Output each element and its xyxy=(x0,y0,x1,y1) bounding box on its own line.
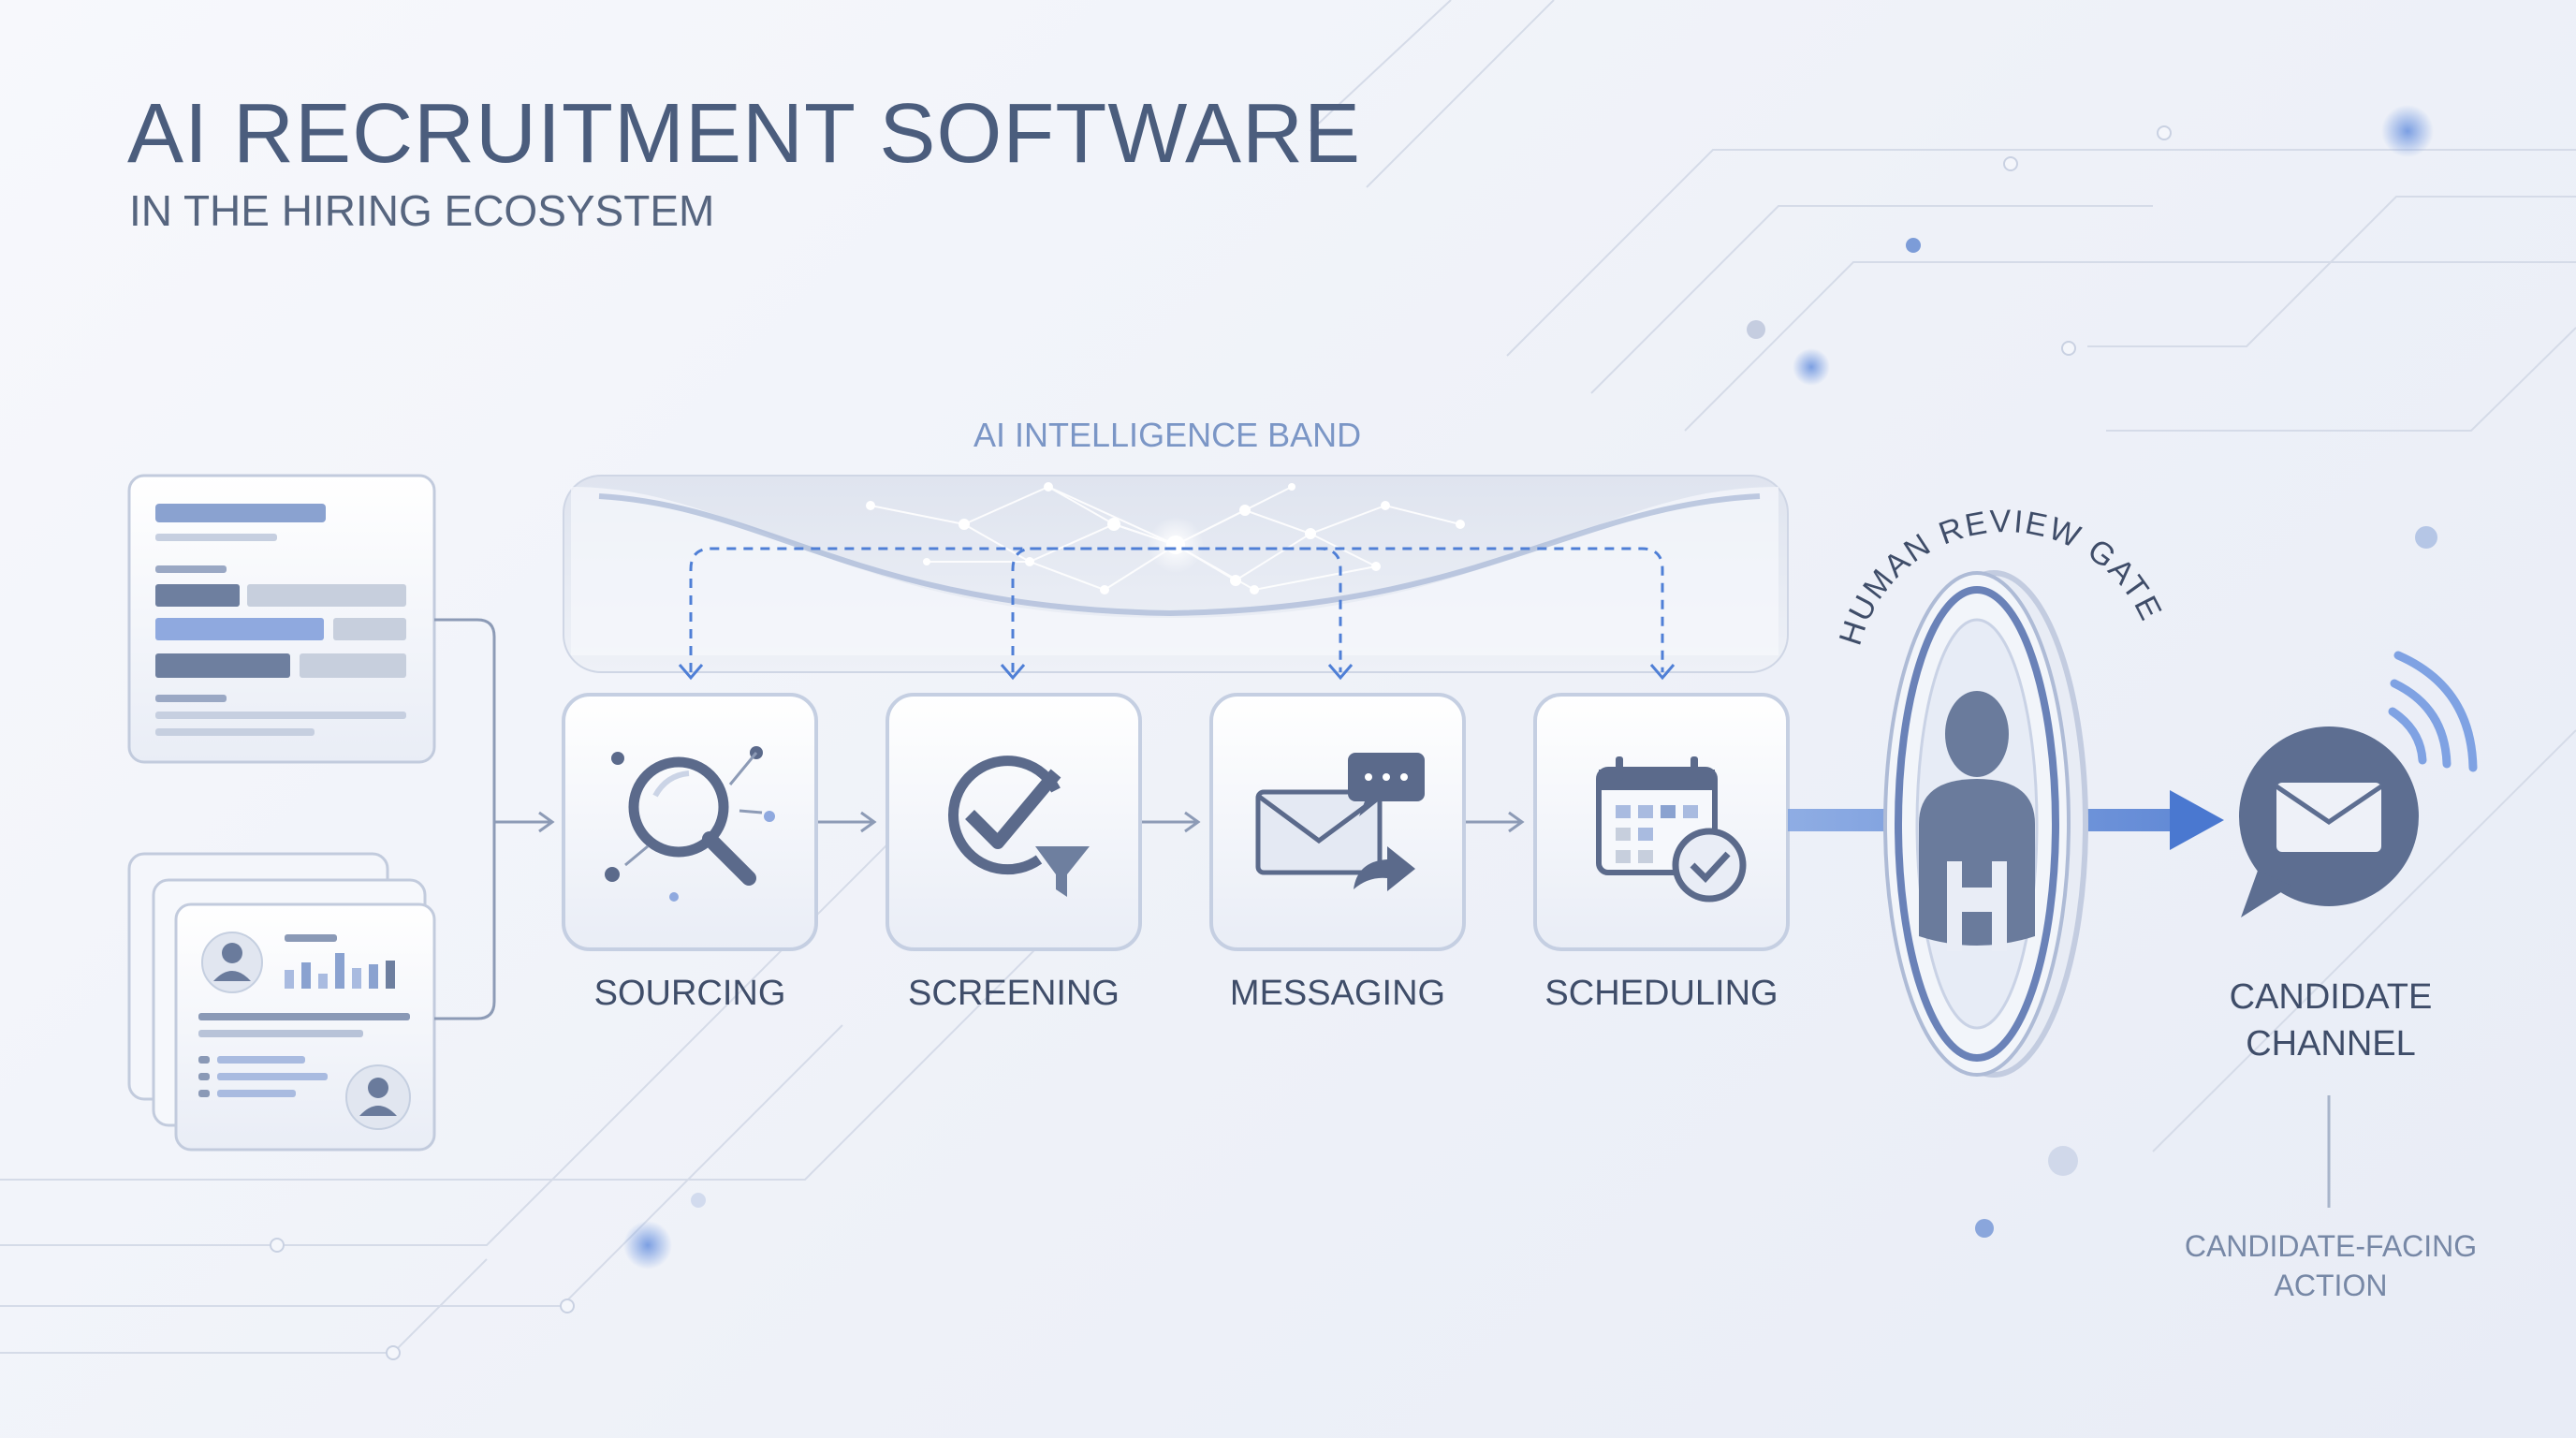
stage-label-scheduling: SCHEDULING xyxy=(1544,974,1778,1013)
envelope-chat-icon xyxy=(1255,753,1425,891)
page-subtitle: IN THE HIRING ECOSYSTEM xyxy=(129,186,715,235)
facing-label-line1: CANDIDATE-FACING xyxy=(2184,1229,2478,1263)
stage-label-messaging: MESSAGING xyxy=(1229,974,1446,1013)
candidate-channel-label: CANDIDATE CHANNEL xyxy=(2181,974,2481,1067)
candidate-label-line1: CANDIDATE xyxy=(2229,977,2433,1017)
stage-arrows xyxy=(818,811,1525,833)
job-description-document xyxy=(127,474,436,764)
candidate-profile-stack xyxy=(127,852,436,1152)
circuit-nodes xyxy=(270,125,2172,1360)
facing-label-line2: ACTION xyxy=(2274,1269,2388,1302)
magnifier-icon xyxy=(605,746,775,902)
signal-waves-icon xyxy=(2388,651,2478,772)
check-filter-icon xyxy=(948,756,1090,897)
ai-intelligence-band xyxy=(563,475,1789,673)
stage-card-screening xyxy=(886,693,1142,951)
stage-card-sourcing xyxy=(562,693,818,951)
calendar-check-icon xyxy=(1596,756,1747,902)
candidate-channel xyxy=(2239,651,2478,1208)
band-label: AI INTELLIGENCE BAND xyxy=(973,416,1362,454)
band-connectors xyxy=(689,547,1664,672)
band-connector-arrowheads xyxy=(678,664,1676,681)
chat-envelope-icon xyxy=(2239,726,2419,917)
page-title: AI RECRUITMENT SOFTWARE xyxy=(127,87,1362,181)
stage-card-scheduling xyxy=(1533,693,1790,951)
human-review-gate xyxy=(1883,570,2088,1078)
stage-label-sourcing: SOURCING xyxy=(593,974,786,1013)
candidate-label-line2: CHANNEL xyxy=(2246,1024,2416,1064)
person-icon xyxy=(1919,691,2035,951)
glow-dots xyxy=(623,105,2437,1269)
candidate-facing-label: CANDIDATE-FACING ACTION xyxy=(2153,1226,2509,1305)
stage-label-screening: SCREENING xyxy=(908,974,1120,1013)
input-bracket-connector xyxy=(434,618,555,1020)
stage-card-messaging xyxy=(1209,693,1466,951)
